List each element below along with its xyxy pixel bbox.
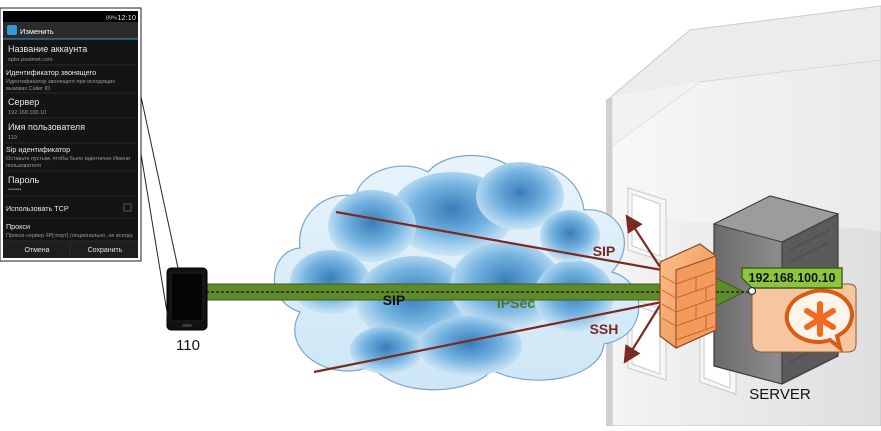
field-username[interactable]: Имя пользователя 110 <box>8 122 85 141</box>
field-label: Название аккаунта <box>8 44 87 54</box>
internet-cloud <box>273 155 640 391</box>
sip-blocked-label: SIP <box>593 243 616 259</box>
field-account-name[interactable]: Название аккаунта spbx.postmet.com <box>8 44 87 63</box>
status-time: 12:10 <box>117 13 136 22</box>
field-value: spbx.postmet.com <box>8 57 53 63</box>
field-value-2: пользователя <box>6 163 41 169</box>
field-value-2: вызовах Caller ID <box>6 86 50 92</box>
field-label: Прокси <box>6 222 30 231</box>
status-battery: 89% <box>106 16 117 22</box>
field-proxy[interactable]: Прокси Прокси-сервер /IP[:порт] (опциона… <box>6 222 134 239</box>
tcp-checkbox[interactable] <box>123 203 132 212</box>
field-label: Идентификатор звонящего <box>6 68 96 77</box>
server-ip-tag: 192.168.100.10 <box>741 267 843 296</box>
field-value: Оставьте пустым, чтобы было идентично Им… <box>6 156 130 162</box>
field-value: ••••••• <box>8 187 22 193</box>
field-value: Прокси-сервер /IP[:порт] (опционально, н… <box>6 233 134 239</box>
zoom-lines <box>139 91 179 319</box>
phone-device <box>166 267 208 331</box>
field-sip-id[interactable]: Sip идентификатор Оставьте пустым, чтобы… <box>6 145 130 169</box>
field-server[interactable]: Сервер 192.168.100.10 <box>8 97 46 116</box>
app-icon <box>7 25 17 35</box>
ssh-blocked-label: SSH <box>590 321 619 337</box>
device-label: 110 <box>176 337 200 354</box>
server-label: SERVER <box>749 386 811 403</box>
field-label: Пароль <box>8 175 40 185</box>
phone-screenshot: 89% 12:10 Изменить Название аккаунта spb… <box>0 7 142 262</box>
field-value: 110 <box>8 135 17 141</box>
cancel-button[interactable]: Отмена <box>24 247 49 254</box>
screen-title: Изменить <box>20 27 54 36</box>
field-value: Идентификатор звонящего при исходящих <box>6 79 115 85</box>
field-label: Использовать TCP <box>6 204 69 213</box>
field-password[interactable]: Пароль ••••••• <box>8 175 40 193</box>
field-use-tcp[interactable]: Использовать TCP <box>6 203 132 213</box>
field-value: 192.168.100.10 <box>8 110 46 116</box>
sip-tunnel-label: SIP <box>383 292 406 308</box>
field-label: Sip идентификатор <box>6 145 70 154</box>
field-label: Имя пользователя <box>8 122 85 132</box>
server-ip-label: 192.168.100.10 <box>749 271 836 285</box>
ipsec-label: IPSec <box>497 295 535 311</box>
field-label: Сервер <box>8 97 39 107</box>
save-button[interactable]: Сохранить <box>88 247 123 254</box>
firewall-icon <box>659 243 717 349</box>
asterisk-icon <box>751 275 857 354</box>
blocked-connections: SIP SSH <box>313 210 663 374</box>
field-caller-id[interactable]: Идентификатор звонящего Идентификатор зв… <box>6 68 115 92</box>
